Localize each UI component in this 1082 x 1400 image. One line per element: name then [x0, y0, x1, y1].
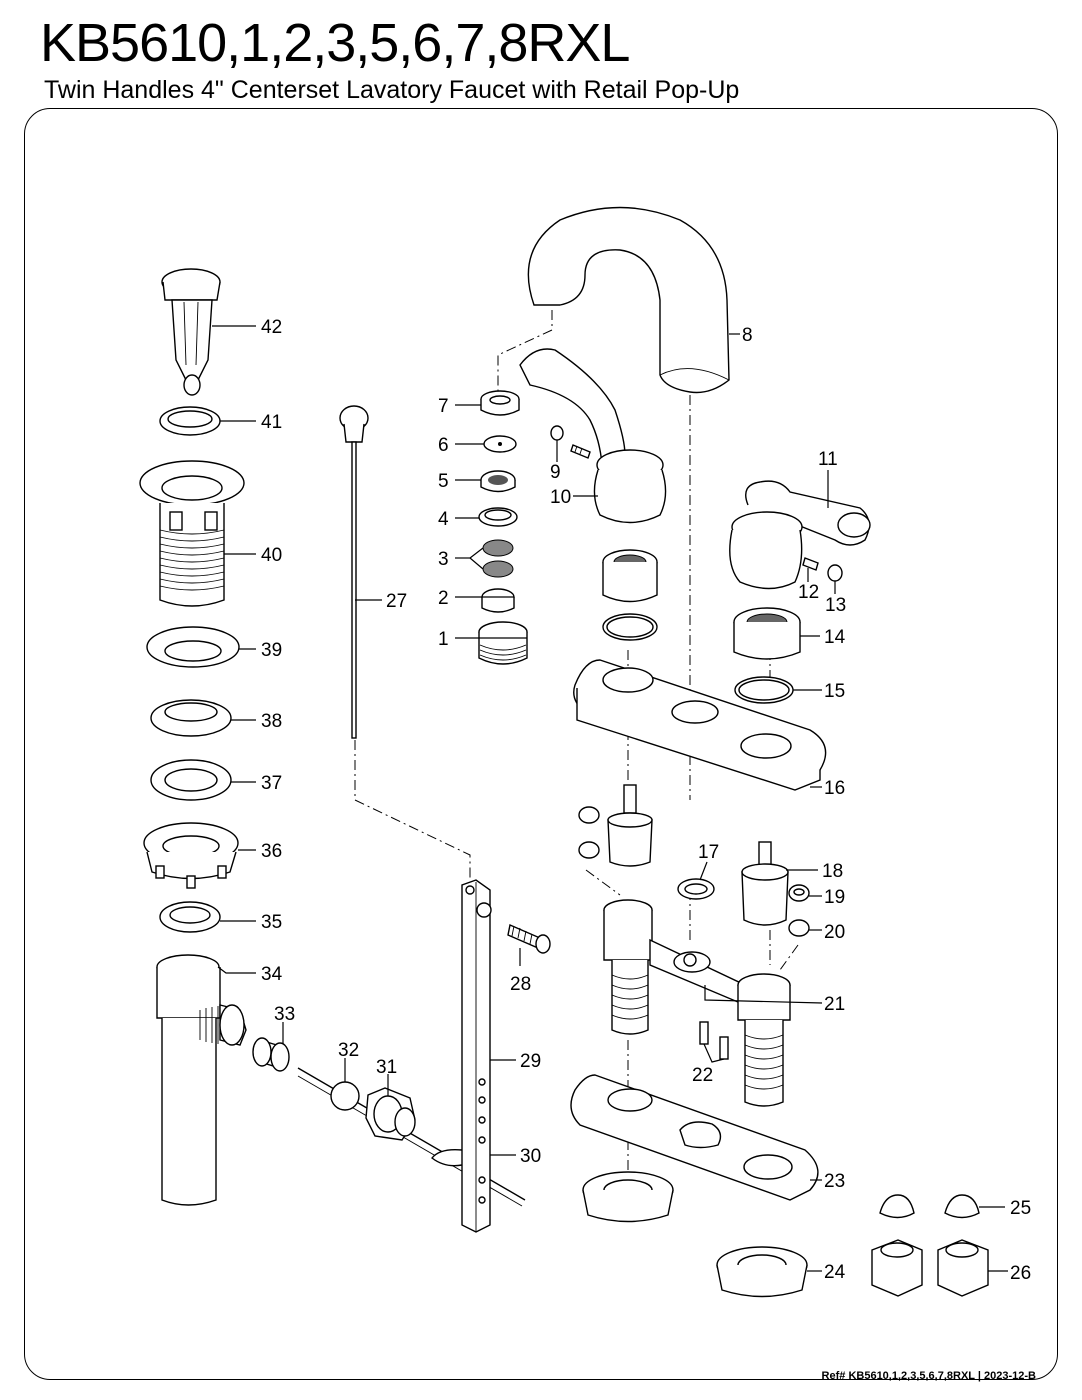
part-3-aerator-mesh	[482, 539, 514, 578]
part-19-seat	[788, 884, 810, 902]
callout-22: 22	[692, 1065, 713, 1086]
part-10-spout-hub	[519, 348, 667, 524]
part-22-screws	[699, 1021, 729, 1060]
callout-36: 36	[261, 841, 282, 862]
part-21-valve-body	[603, 899, 791, 1107]
callout-39: 39	[261, 640, 282, 661]
callout-2: 2	[438, 588, 449, 609]
callout-7: 7	[438, 396, 449, 417]
part-42-pop-up-stopper	[161, 268, 221, 396]
part-29-extension-strap	[461, 879, 492, 1233]
part-13-index-button	[827, 564, 843, 582]
callout-3: 3	[438, 549, 449, 570]
o-ring-left	[602, 613, 658, 641]
part-20-spring	[788, 919, 810, 937]
part-15-o-ring	[734, 676, 794, 704]
callout-38: 38	[261, 711, 282, 732]
callout-11: 11	[818, 449, 838, 470]
callout-31: 31	[376, 1057, 397, 1078]
part-23-base-gasket	[570, 1074, 819, 1201]
part-18-cartridge	[741, 841, 789, 926]
callout-10: 10	[550, 487, 571, 508]
part-5-aerator-screen	[480, 470, 516, 493]
diagram-frame	[24, 108, 1058, 1380]
callout-15: 15	[824, 681, 845, 702]
callout-20: 20	[824, 922, 845, 943]
callout-24: 24	[824, 1262, 846, 1283]
part-31-pivot-nut	[365, 1087, 416, 1141]
callout-1: 1	[438, 629, 449, 650]
part-25-ferrule	[879, 1194, 980, 1219]
part-6-aerator-disc	[483, 435, 517, 453]
callout-23: 23	[824, 1171, 845, 1192]
callout-42: 42	[261, 317, 282, 338]
callout-27: 27	[386, 591, 407, 612]
part-32-pivot-rod	[297, 1067, 526, 1207]
part-34-tailpiece	[156, 954, 247, 1206]
cartridge-left	[607, 784, 653, 867]
callout-40: 40	[261, 545, 282, 566]
part-9-set-screw	[550, 425, 591, 459]
callout-41: 41	[261, 412, 282, 433]
part-27-lift-rod	[339, 405, 369, 739]
part-33-ball-washer	[252, 1037, 290, 1072]
part-28-screw	[507, 924, 551, 954]
product-subtitle: Twin Handles 4" Centerset Lavatory Fauce…	[44, 76, 740, 104]
callout-33: 33	[274, 1004, 295, 1025]
reference-footer: Ref# KB5610,1,2,3,5,6,7,8RXL | 2023-12-B	[821, 1370, 1036, 1382]
part-40-drain-body	[139, 460, 245, 607]
part-11-handle	[729, 480, 871, 590]
callout-16: 16	[824, 778, 845, 799]
callout-35: 35	[261, 912, 282, 933]
bonnet-nut-left	[602, 549, 658, 603]
part-38-friction-ring	[150, 699, 232, 737]
callout-29: 29	[520, 1051, 541, 1072]
leader-lines	[212, 325, 1008, 1272]
part-4-aerator-washer	[478, 507, 518, 527]
part-17-washer	[677, 878, 715, 900]
part-1-aerator-housing	[478, 621, 528, 665]
part-2-aerator-insert	[481, 588, 515, 613]
part-8-spout	[527, 206, 730, 394]
callout-9: 9	[550, 462, 561, 483]
part-16-escutcheon	[573, 659, 827, 791]
callout-19: 19	[824, 887, 845, 908]
callout-labels: 1 2 3 4 5 6 7 8 9 10 11 12 13 14 15 16 1…	[261, 317, 1031, 1284]
part-7-aerator-ring	[480, 390, 520, 416]
callout-14: 14	[824, 627, 846, 648]
callout-5: 5	[438, 471, 449, 492]
part-12-set-screw	[802, 557, 819, 571]
callout-12: 12	[798, 582, 819, 603]
callout-6: 6	[438, 435, 449, 456]
callout-32: 32	[338, 1040, 359, 1061]
callout-8: 8	[742, 325, 753, 346]
part-14-bonnet-nut	[733, 607, 801, 660]
callout-17: 17	[698, 842, 719, 863]
part-24-mounting-nut	[582, 1171, 808, 1298]
part-41-washer	[159, 406, 221, 436]
part-39-gasket	[146, 626, 240, 668]
callout-21: 21	[824, 994, 845, 1015]
callout-34: 34	[261, 964, 283, 985]
seat-spring-left	[578, 806, 600, 859]
callout-26: 26	[1010, 1263, 1031, 1284]
part-26-coupling-nut	[871, 1239, 989, 1297]
callout-25: 25	[1010, 1198, 1031, 1219]
part-35-washer	[159, 901, 221, 933]
part-30-spring-clip	[431, 1148, 467, 1167]
part-37-washer	[150, 759, 232, 801]
model-title: KB5610,1,2,3,5,6,7,8RXL	[40, 13, 630, 73]
callout-18: 18	[822, 861, 843, 882]
callout-37: 37	[261, 773, 282, 794]
callout-4: 4	[438, 509, 449, 530]
callout-30: 30	[520, 1146, 541, 1167]
callout-28: 28	[510, 974, 531, 995]
part-36-locknut	[143, 822, 239, 889]
callout-13: 13	[825, 595, 846, 616]
